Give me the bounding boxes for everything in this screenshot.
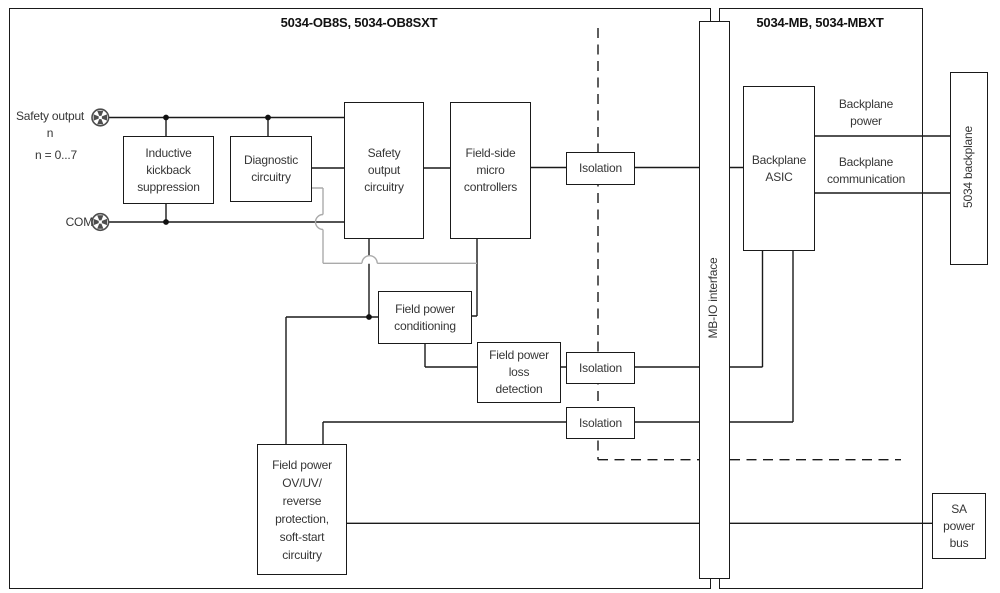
box-backplane-asic: Backplane ASIC — [743, 86, 815, 251]
safety-output-terminal-icon — [91, 108, 110, 127]
box-isolation-1: Isolation — [566, 152, 635, 185]
output-range-label: n = 0...7 — [35, 148, 77, 162]
module-boundary-dashed-line — [597, 28, 901, 461]
diagnostic-feedback-wire — [310, 187, 477, 264]
mb-io-interface-label: MB-IO interface — [706, 257, 720, 339]
box-inductive-kickback-suppression: Inductive kickback suppression — [123, 136, 214, 204]
backplane-communication-label: Backplane communication — [826, 155, 906, 186]
backplane-power-label: Backplane power — [838, 97, 894, 128]
box-diagnostic-circuitry: Diagnostic circuitry — [230, 136, 312, 202]
box-field-side-microcontrollers: Field-side micro controllers — [450, 102, 531, 239]
mounting-base-title: 5034-MB, 5034-MBXT — [756, 15, 884, 30]
com-terminal-icon — [91, 212, 110, 232]
safety-output-terminal-label: Safety output n — [15, 109, 85, 140]
box-isolation-2: Isolation — [566, 352, 635, 384]
box-field-power-conditioning: Field power conditioning — [378, 291, 472, 344]
box-sa-power-bus: SA power bus — [932, 493, 986, 559]
box-field-power-loss-detection: Field power loss detection — [477, 342, 561, 403]
output-module-outline — [9, 8, 711, 589]
signal-wires — [108, 116, 950, 524]
5034-backplane-label: 5034 backplane — [961, 126, 975, 208]
box-isolation-3: Isolation — [566, 407, 635, 439]
output-module-title: 5034-OB8S, 5034-OB8SXT — [280, 15, 438, 30]
box-mb-io-interface — [699, 21, 730, 579]
box-safety-output-circuitry: Safety output circuitry — [344, 102, 424, 239]
box-5034-backplane — [950, 72, 988, 265]
junction-dots — [163, 114, 372, 320]
box-field-power-protection: Field power OV/UV/ reverse protection, s… — [257, 444, 347, 575]
com-terminal-label: COM — [65, 215, 94, 229]
